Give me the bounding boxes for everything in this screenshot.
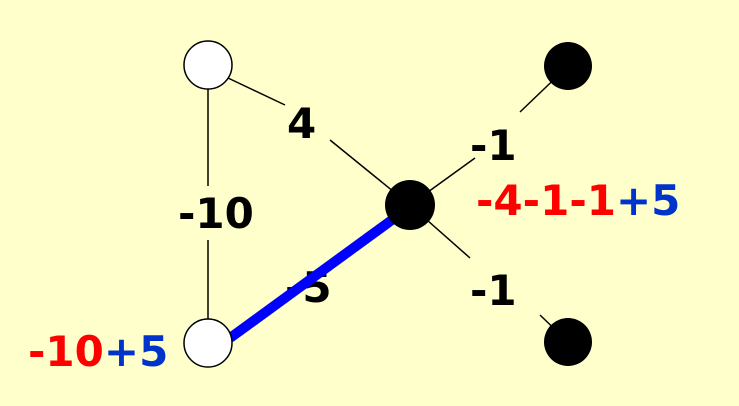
sum-neg3: -1 — [569, 176, 616, 225]
edge-weight-neg10: -10 — [178, 189, 254, 238]
sum-pos: +5 — [104, 327, 168, 376]
center-sum: -4-1-1+5 — [476, 176, 680, 225]
node-bottom-left — [183, 318, 233, 368]
node-center — [385, 180, 435, 230]
node-top-right — [544, 42, 592, 90]
edge-weight-neg1-bottom: -1 — [470, 266, 517, 315]
edge-weight-neg1-top: -1 — [470, 121, 517, 170]
edge-topleft-center-a — [227, 77, 286, 106]
bottom-left-sum: -10+5 — [28, 327, 168, 376]
sum-pos: +5 — [616, 176, 680, 225]
sum-neg2: -1 — [523, 176, 570, 225]
sum-neg: -10 — [28, 327, 104, 376]
edge-weight-4: 4 — [287, 99, 316, 148]
sum-neg1: -4 — [476, 176, 523, 225]
node-top-left — [183, 40, 233, 90]
highlighted-edge — [227, 212, 399, 343]
node-bottom-right — [544, 318, 592, 366]
